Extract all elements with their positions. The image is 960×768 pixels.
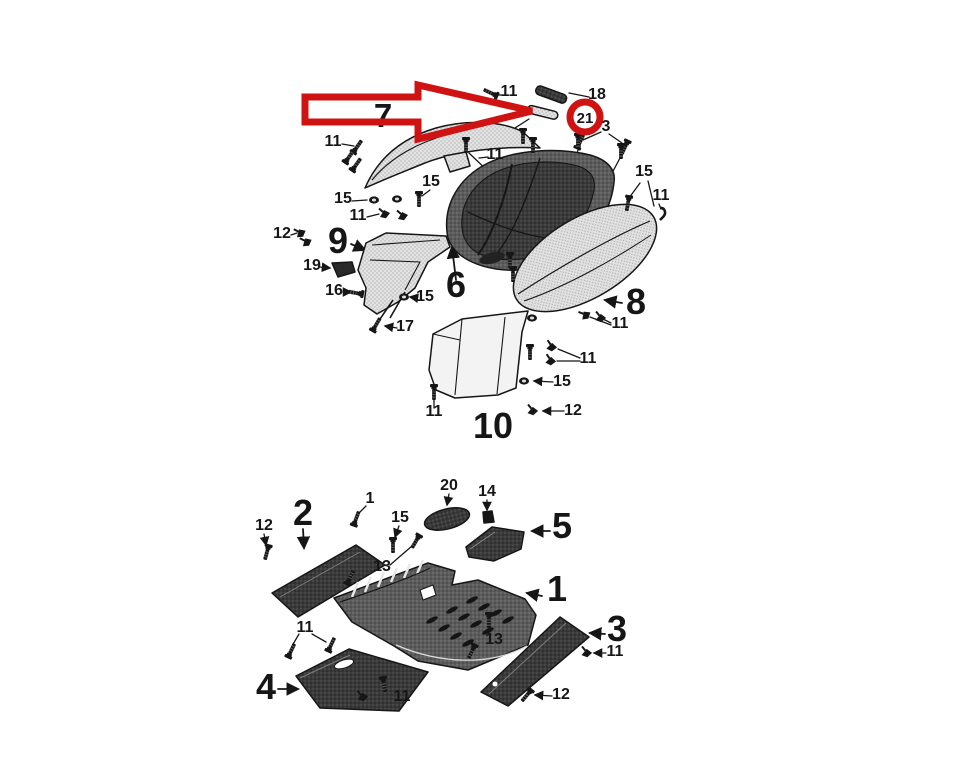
part-label-3: 3 [607,608,627,649]
callout-15: 15 [416,288,434,305]
part-label-10: 10 [473,405,513,446]
grommet-icon [527,314,537,322]
red-circle-highlight [566,98,604,136]
part-5-bracket [465,526,525,562]
callout-11: 11 [394,688,411,705]
callout-11: 11 [426,403,443,420]
callout-15: 15 [391,509,409,526]
callout-11: 11 [653,187,670,204]
callout-15: 15 [422,173,440,190]
part-label-8: 8 [626,281,646,322]
grommet-icon [369,196,379,204]
red-arrow-icon [301,80,533,144]
part-label-4: 4 [256,666,276,707]
callout-12: 12 [552,686,570,703]
callout-21-highlighted: 21 [577,110,594,127]
part-label-9: 9 [328,220,348,261]
part-label-1: 1 [547,568,567,609]
callout-11: 11 [501,83,518,100]
part-19-pad [331,261,356,278]
part-label-6: 6 [446,264,466,305]
part-10-rear-panel [428,310,529,399]
callout-11: 11 [297,619,314,636]
callout-20: 20 [440,477,458,494]
part-label-7: 7 [374,97,392,134]
callout-3: 3 [602,118,611,135]
part-18-strip [534,85,568,104]
callout-15: 15 [553,373,571,390]
part-8-side-cover [512,203,658,313]
callout-17: 17 [396,318,414,335]
callout-11: 11 [580,350,597,367]
callout-18: 18 [588,86,606,103]
callout-12: 12 [564,402,582,419]
callout-19: 19 [303,257,321,274]
callout-12: 12 [255,517,273,534]
part-1-floorboard [333,559,537,671]
grommet-icon [399,293,409,301]
part-3-right-sill [480,616,590,707]
callout-15: 15 [334,190,352,207]
callout-11: 11 [607,643,624,660]
grommet-icon [519,377,529,385]
callout-12: 12 [273,225,291,242]
callout-11: 11 [487,146,504,163]
part-number-labels: 7 9 6 8 10 2 1 3 4 5 11 18 21 3 11 15 11… [255,83,669,707]
callout-15: 15 [635,163,653,180]
part-2-left-sill [271,544,386,618]
callout-11: 11 [350,207,367,224]
callout-16: 16 [325,282,343,299]
callout-13: 13 [485,631,503,648]
callout-11: 11 [612,315,629,332]
part-4-mat [295,648,429,712]
callout-1: 1 [366,490,375,507]
part-label-5: 5 [552,505,572,546]
callout-14: 14 [478,483,496,500]
callout-13: 13 [373,558,391,575]
part-label-2: 2 [293,492,313,533]
red-highlight-annotation [301,80,604,144]
grommet-icon [392,195,402,203]
part-14-clip [482,510,495,524]
part-20-mat [423,507,471,531]
callout-11: 11 [325,133,342,150]
